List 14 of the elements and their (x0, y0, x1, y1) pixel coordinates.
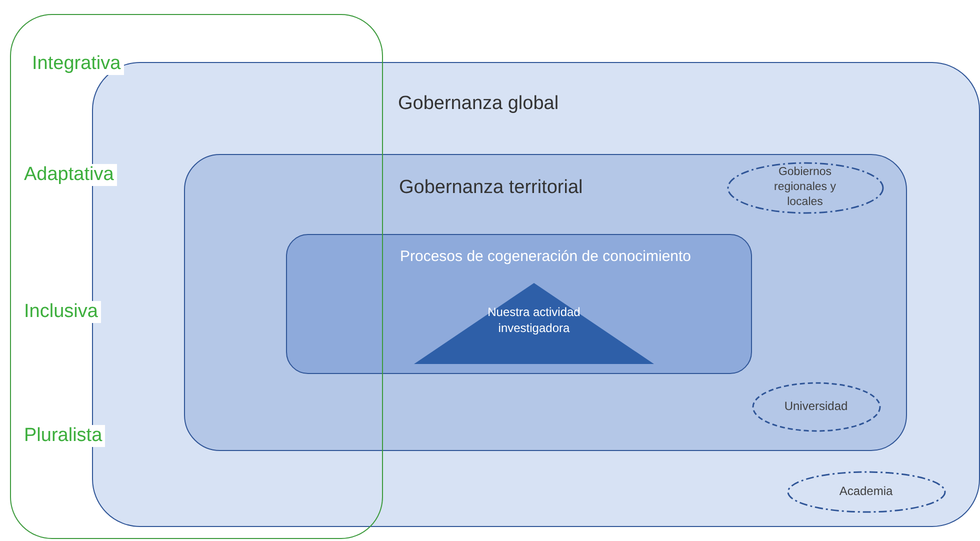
stakeholder-ellipse (727, 162, 884, 214)
ellipse-label: Universidad (783, 399, 849, 415)
ellipse-label: Academia (838, 484, 894, 500)
stakeholder-ellipse (752, 382, 881, 432)
triangle-label: Nuestra actividad investigadora (486, 305, 582, 336)
box-heading: Gobernanza global (398, 93, 559, 115)
box-heading: Procesos de cogeneración de conocimiento (400, 248, 692, 265)
research-triangle (414, 283, 654, 364)
box-heading: Gobernanza territorial (399, 177, 583, 199)
quality-label: Adaptativa (21, 164, 117, 186)
stakeholder-ellipse (787, 471, 946, 513)
territorial-governance-box (184, 154, 907, 451)
ellipse-label: Gobiernos regionales y locales (772, 165, 837, 210)
co-generation-process-box (286, 234, 752, 374)
